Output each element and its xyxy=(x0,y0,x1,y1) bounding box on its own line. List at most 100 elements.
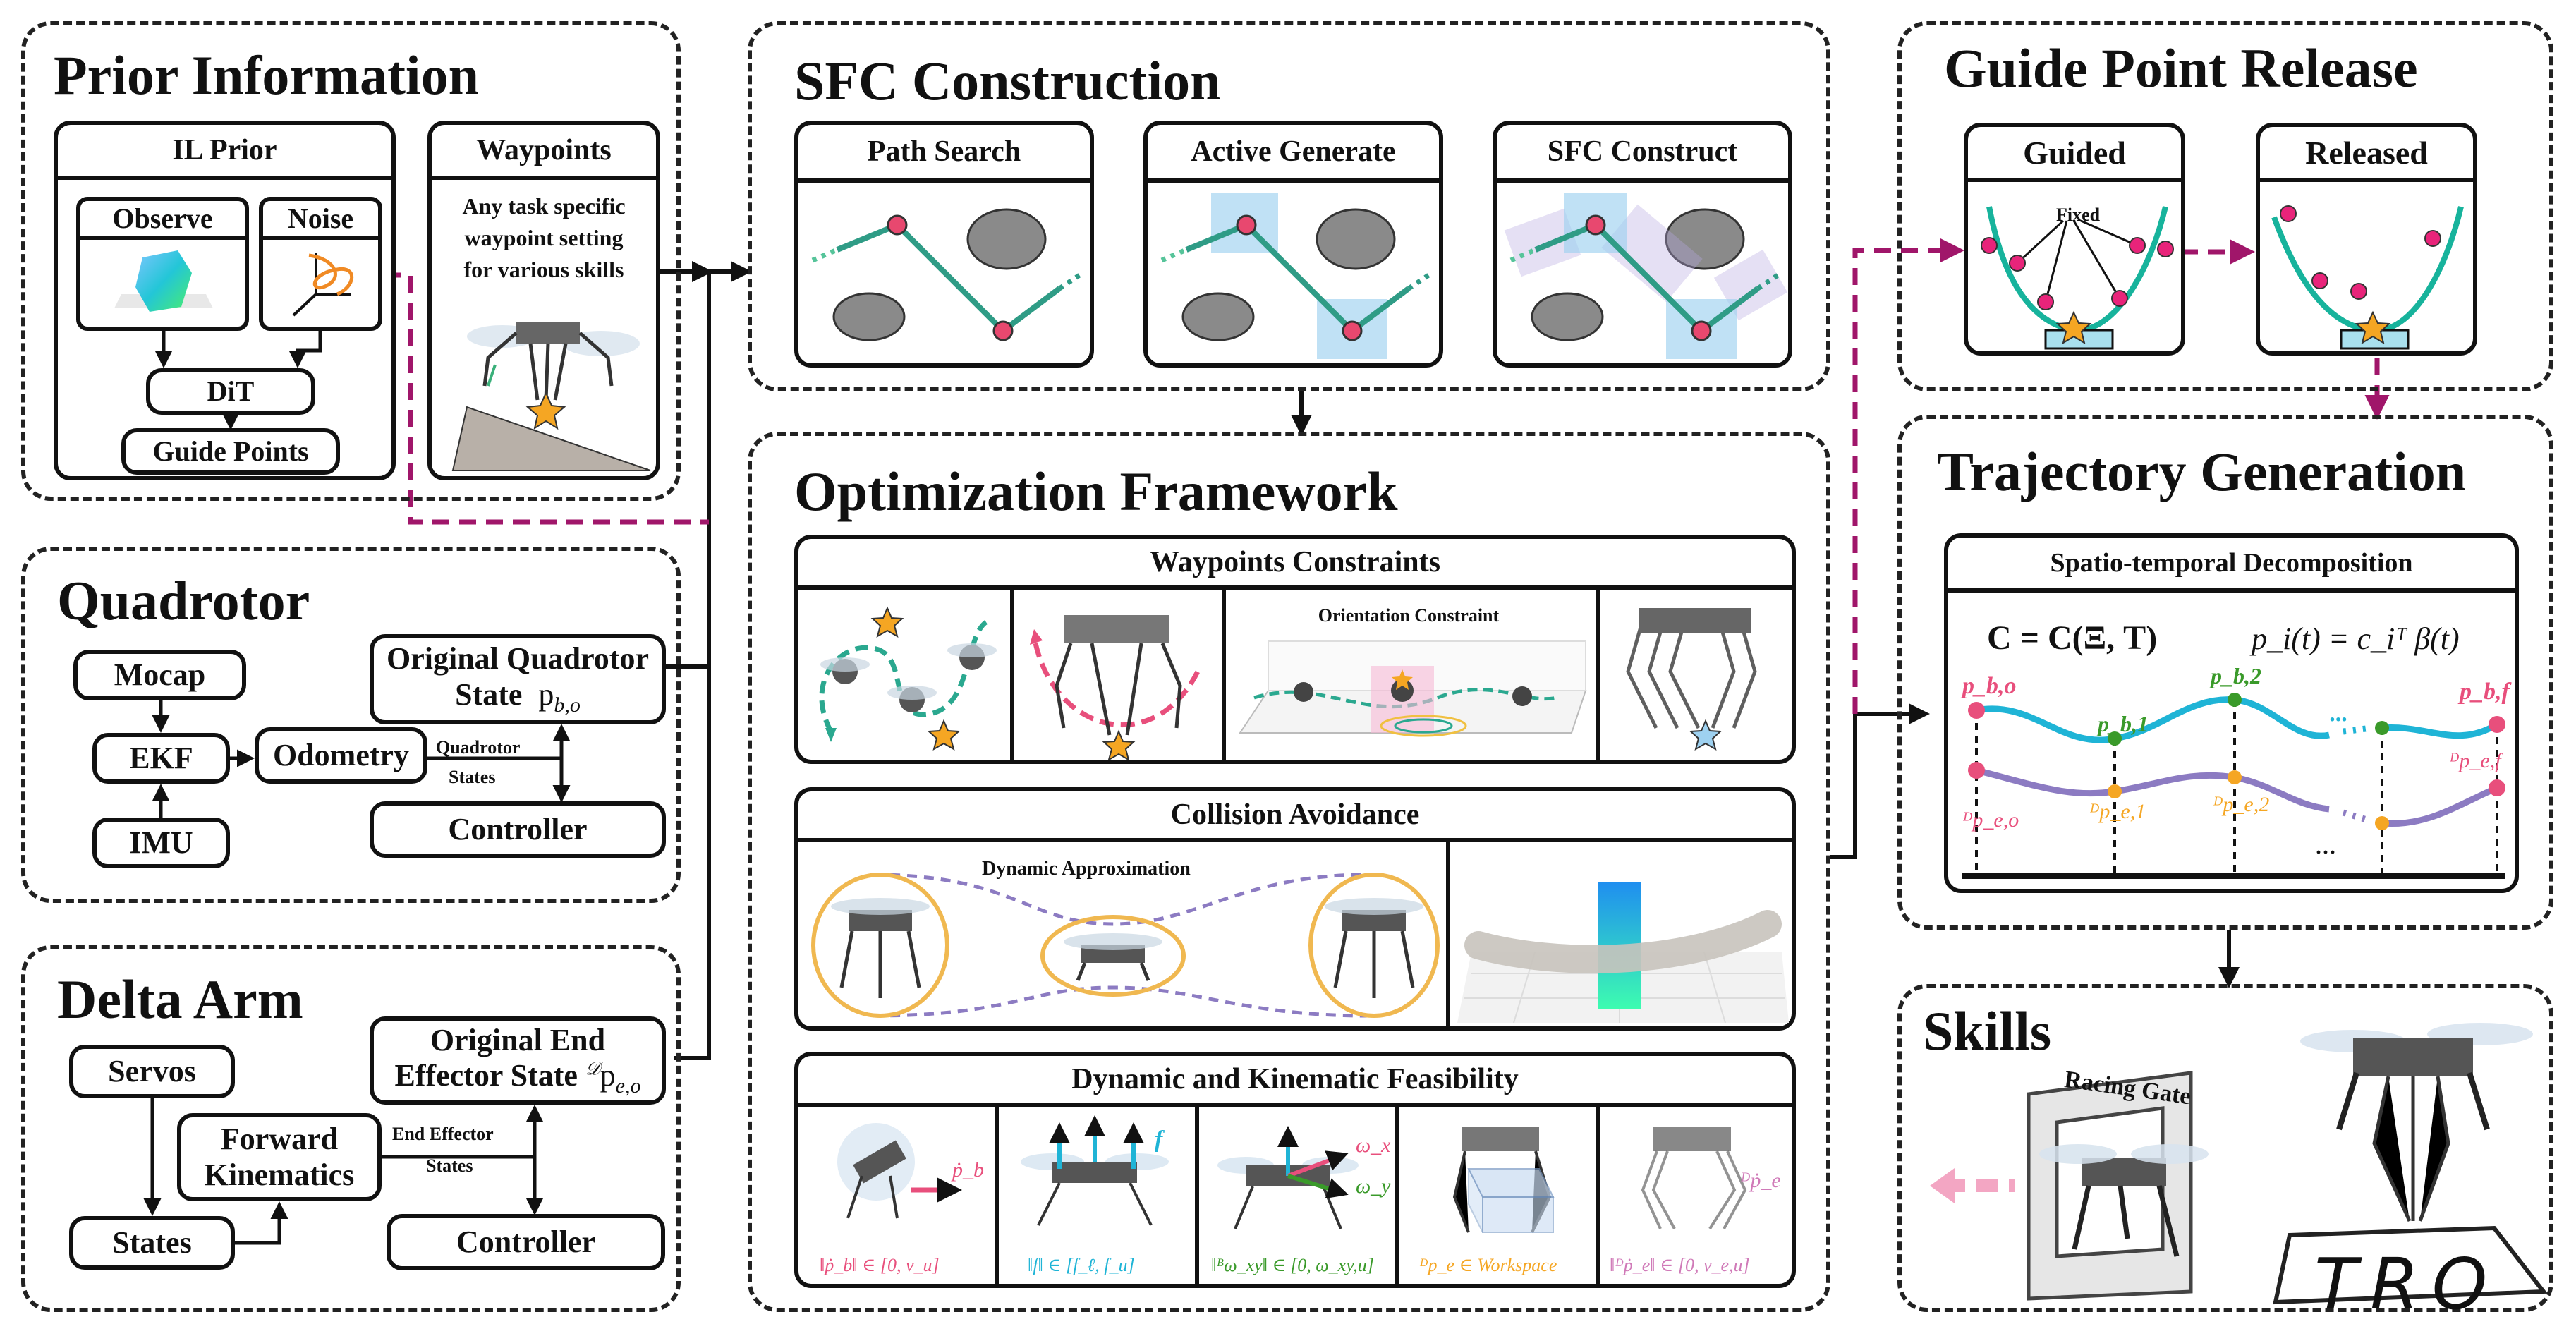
tro-writing-label: TRO xyxy=(2314,1243,2501,1325)
waypoints-box: Waypoints Any task specific waypoint set… xyxy=(427,121,660,480)
delta-arm-section: Delta Arm Servos Forward Kinematics Stat… xyxy=(21,945,681,1312)
quadrotor-controller-block: Controller xyxy=(370,801,666,858)
trajectory-curves-diagram xyxy=(1962,693,2505,879)
active-generate-header: Active Generate xyxy=(1148,125,1439,183)
section-title: Quadrotor xyxy=(57,570,310,631)
mocap-block: Mocap xyxy=(73,650,246,700)
forward-kinematics-block: Forward Kinematics xyxy=(177,1113,382,1201)
optimization-framework-section: Optimization Framework Waypoints Constra… xyxy=(748,432,1830,1312)
original-quadrotor-state-block: Original Quadrotor State pb,o xyxy=(370,634,666,724)
sfc-construct-header: SFC Construct xyxy=(1497,125,1788,183)
section-title: Guide Point Release xyxy=(1944,37,2418,99)
il-prior-flow xyxy=(154,331,322,430)
quadrotor-section: Quadrotor Mocap EKF IMU Odometry Origina… xyxy=(21,547,681,903)
path-search-diagram xyxy=(811,208,1082,341)
observe-header: Observe xyxy=(80,201,245,240)
guide-points-block: Guide Points xyxy=(121,428,340,475)
ee-velocity-image xyxy=(1641,1127,1747,1230)
released-header: Released xyxy=(2260,127,2473,182)
ee-state-symbol: 𝒟pe,o xyxy=(585,1058,641,1098)
il-prior-header: IL Prior xyxy=(58,125,391,180)
noise-header: Noise xyxy=(263,201,378,240)
thrust-label: f xyxy=(1155,1127,1163,1153)
waypoints-header: Waypoints xyxy=(432,125,656,180)
drone-on-slope-image xyxy=(451,322,651,471)
label-pb2: p_b,2 xyxy=(2211,663,2261,688)
label-pef: ᴰp_e,f xyxy=(2449,749,2501,772)
state-symbol: pb,o xyxy=(538,676,581,717)
released-curve-diagram xyxy=(2271,205,2464,350)
collision-obstacle-image xyxy=(1457,882,1789,1024)
spatio-temporal-panel: Spatio-temporal Decomposition C = C(Ξ, T… xyxy=(1944,533,2519,893)
quadrotor-flow xyxy=(152,700,571,818)
velocity-constraint: ‖ṗ_b‖ ∈ [0, v_u] xyxy=(820,1255,940,1275)
guided-panel: Guided Fixed xyxy=(1964,123,2185,356)
active-generate-diagram xyxy=(1160,193,1431,359)
label-pe2: ᴰp_e,2 xyxy=(2213,793,2270,816)
dynamic-approximation-label: Dynamic Approximation xyxy=(982,858,1191,880)
sfc-construct-diagram xyxy=(1504,193,1788,359)
sfc-construction-section: SFC Construction Path Search Active Gene… xyxy=(748,21,1830,391)
writing-drone-image xyxy=(2273,1023,2548,1305)
active-generate-panel: Active Generate xyxy=(1143,121,1443,368)
released-panel: Released xyxy=(2256,123,2477,356)
trajectory-generation-section: Trajectory Generation Spatio-temporal De… xyxy=(1897,415,2553,930)
dots-lower: ··· xyxy=(2315,841,2337,864)
prior-information-section: Prior Information IL Prior Observe Noise xyxy=(21,21,681,501)
delta-flow xyxy=(143,1098,544,1245)
velocity-label: ṗ_b xyxy=(952,1158,984,1182)
orientation-constraint-label: Orientation Constraint xyxy=(1318,605,1500,626)
waypoints-constraints-header: Waypoints Constraints xyxy=(798,539,1792,590)
workspace-image xyxy=(1452,1127,1555,1233)
waypoints-trajectory-image xyxy=(819,606,997,751)
observe-box: Observe xyxy=(76,197,249,331)
label-pbo: p_b,o xyxy=(1962,673,2017,699)
body-rate-constraint: ‖ᴮω_xy‖ ∈ [0, ω_xy,u] xyxy=(1211,1255,1374,1275)
noise-box: Noise xyxy=(259,197,382,331)
velocity-limit-image xyxy=(837,1123,962,1219)
delta-controller-block: Controller xyxy=(387,1214,665,1270)
collision-avoidance-panel: Collision Avoidance Dynamic Approximatio… xyxy=(794,787,1796,1031)
section-title: Skills xyxy=(1923,1000,2052,1062)
workspace-constraint: ᴰp_e ∈ Workspace xyxy=(1419,1255,1557,1275)
omega-y-label: ω_y xyxy=(1356,1174,1391,1198)
delta-arm-sweep-image xyxy=(1626,608,1757,751)
noise-axes-icon xyxy=(292,253,354,317)
orientation-constraint-image xyxy=(1239,640,1587,737)
original-end-effector-state-block: Original End Effector State 𝒟pe,o xyxy=(370,1016,666,1105)
label-pe1: ᴰp_e,1 xyxy=(2089,800,2146,823)
waypoints-desc-2: waypoint setting xyxy=(464,225,624,250)
quadrotor-states-edge-label-2: States xyxy=(449,767,496,787)
thrust-constraint: ‖f‖ ∈ [f_ℓ, f_u] xyxy=(1028,1255,1135,1275)
polynomial-equation: p_i(t) = c_iᵀ β(t) xyxy=(2252,621,2460,656)
spatio-temporal-header: Spatio-temporal Decomposition xyxy=(1948,538,2515,593)
ee-velocity-label: ᴰṗ_e xyxy=(1740,1169,1781,1192)
ee-states-edge-label-2: States xyxy=(426,1155,473,1176)
quadrotor-states-edge-label-1: Quadrotor xyxy=(436,737,521,758)
waypoints-constraints-panel: Waypoints Constraints Orientation Constr… xyxy=(794,535,1796,764)
delta-states-block: States xyxy=(69,1216,235,1270)
section-title: Delta Arm xyxy=(57,968,303,1030)
thrust-limit-image xyxy=(1021,1115,1169,1226)
waypoints-desc-1: Any task specific xyxy=(462,193,626,219)
label-peo: ᴰp_e,o xyxy=(1962,808,2019,832)
guided-header: Guided xyxy=(1968,127,2181,182)
sfc-construct-panel: SFC Construct xyxy=(1493,121,1792,368)
waypoints-arc-image xyxy=(1030,615,1201,760)
waypoints-desc-3: for various skills xyxy=(463,257,624,282)
guide-point-release-section: Guide Point Release Guided Fixed Release… xyxy=(1897,21,2553,391)
il-prior-box: IL Prior Observe Noise xyxy=(54,121,396,480)
ee-states-edge-label-1: End Effector xyxy=(392,1124,494,1144)
collision-avoidance-header: Collision Avoidance xyxy=(798,791,1792,842)
section-title: Optimization Framework xyxy=(794,461,1398,522)
state-line-2: State pb,o xyxy=(455,676,581,717)
path-search-panel: Path Search xyxy=(794,121,1094,368)
odometry-block: Odometry xyxy=(255,727,427,784)
body-rate-limit-image xyxy=(1217,1126,1359,1229)
racing-gate-image xyxy=(1930,1071,2209,1301)
feasibility-panel: Dynamic and Kinematic Feasibility ṗ_b ‖ṗ… xyxy=(794,1052,1796,1288)
section-title: Prior Information xyxy=(54,44,479,106)
label-pb1: p_b,1 xyxy=(2098,711,2149,736)
feasibility-header: Dynamic and Kinematic Feasibility xyxy=(798,1056,1792,1107)
dots-upper: ··· xyxy=(2329,707,2347,733)
